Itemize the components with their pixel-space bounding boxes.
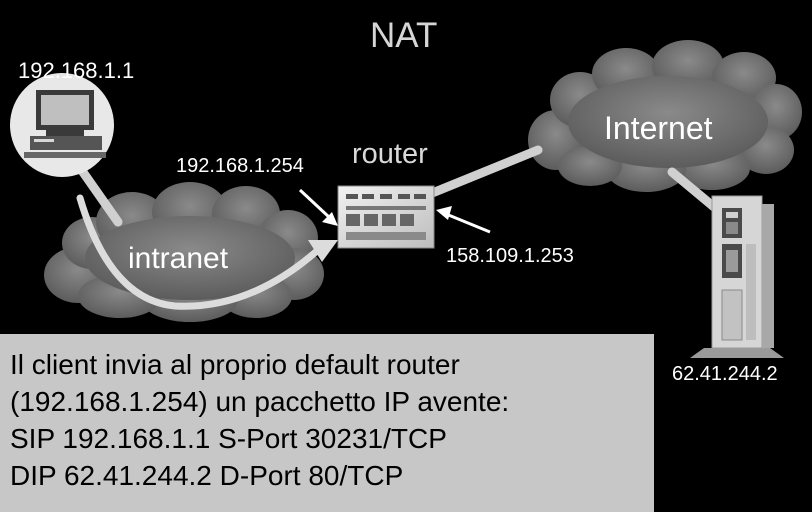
router-lan-ip-label: 192.168.1.254 [176,155,304,177]
server-icon [690,195,784,358]
intranet-label: intranet [128,242,229,275]
packet-path-arrowhead [308,240,338,262]
router-label: router [352,138,428,170]
internet-label: Internet [604,110,713,146]
router-wan-ip-label: 158.109.1.253 [446,245,574,267]
client-ip-label: 192.168.1.1 [18,58,135,83]
router-icon [337,185,435,249]
info-line: DIP 62.41.244.2 D-Port 80/TCP [10,460,404,491]
info-line: SIP 192.168.1.1 S-Port 30231/TCP [10,423,447,454]
info-line: Il client invia al proprio default route… [10,349,460,380]
info-line: (192.168.1.254) un pacchetto IP avente: [10,386,510,417]
router-to-internet-link [415,145,543,203]
client-computer-icon [10,73,114,177]
packet-path-curve [76,194,322,310]
slide-title: NAT [370,16,438,55]
lan-interface-arrow [298,188,338,226]
server-ip-label: 62.41.244.2 [672,363,778,385]
internet-cloud [528,40,802,192]
wan-interface-arrow [436,206,491,234]
packet-info-box: Il client invia al proprio default route… [0,334,654,512]
